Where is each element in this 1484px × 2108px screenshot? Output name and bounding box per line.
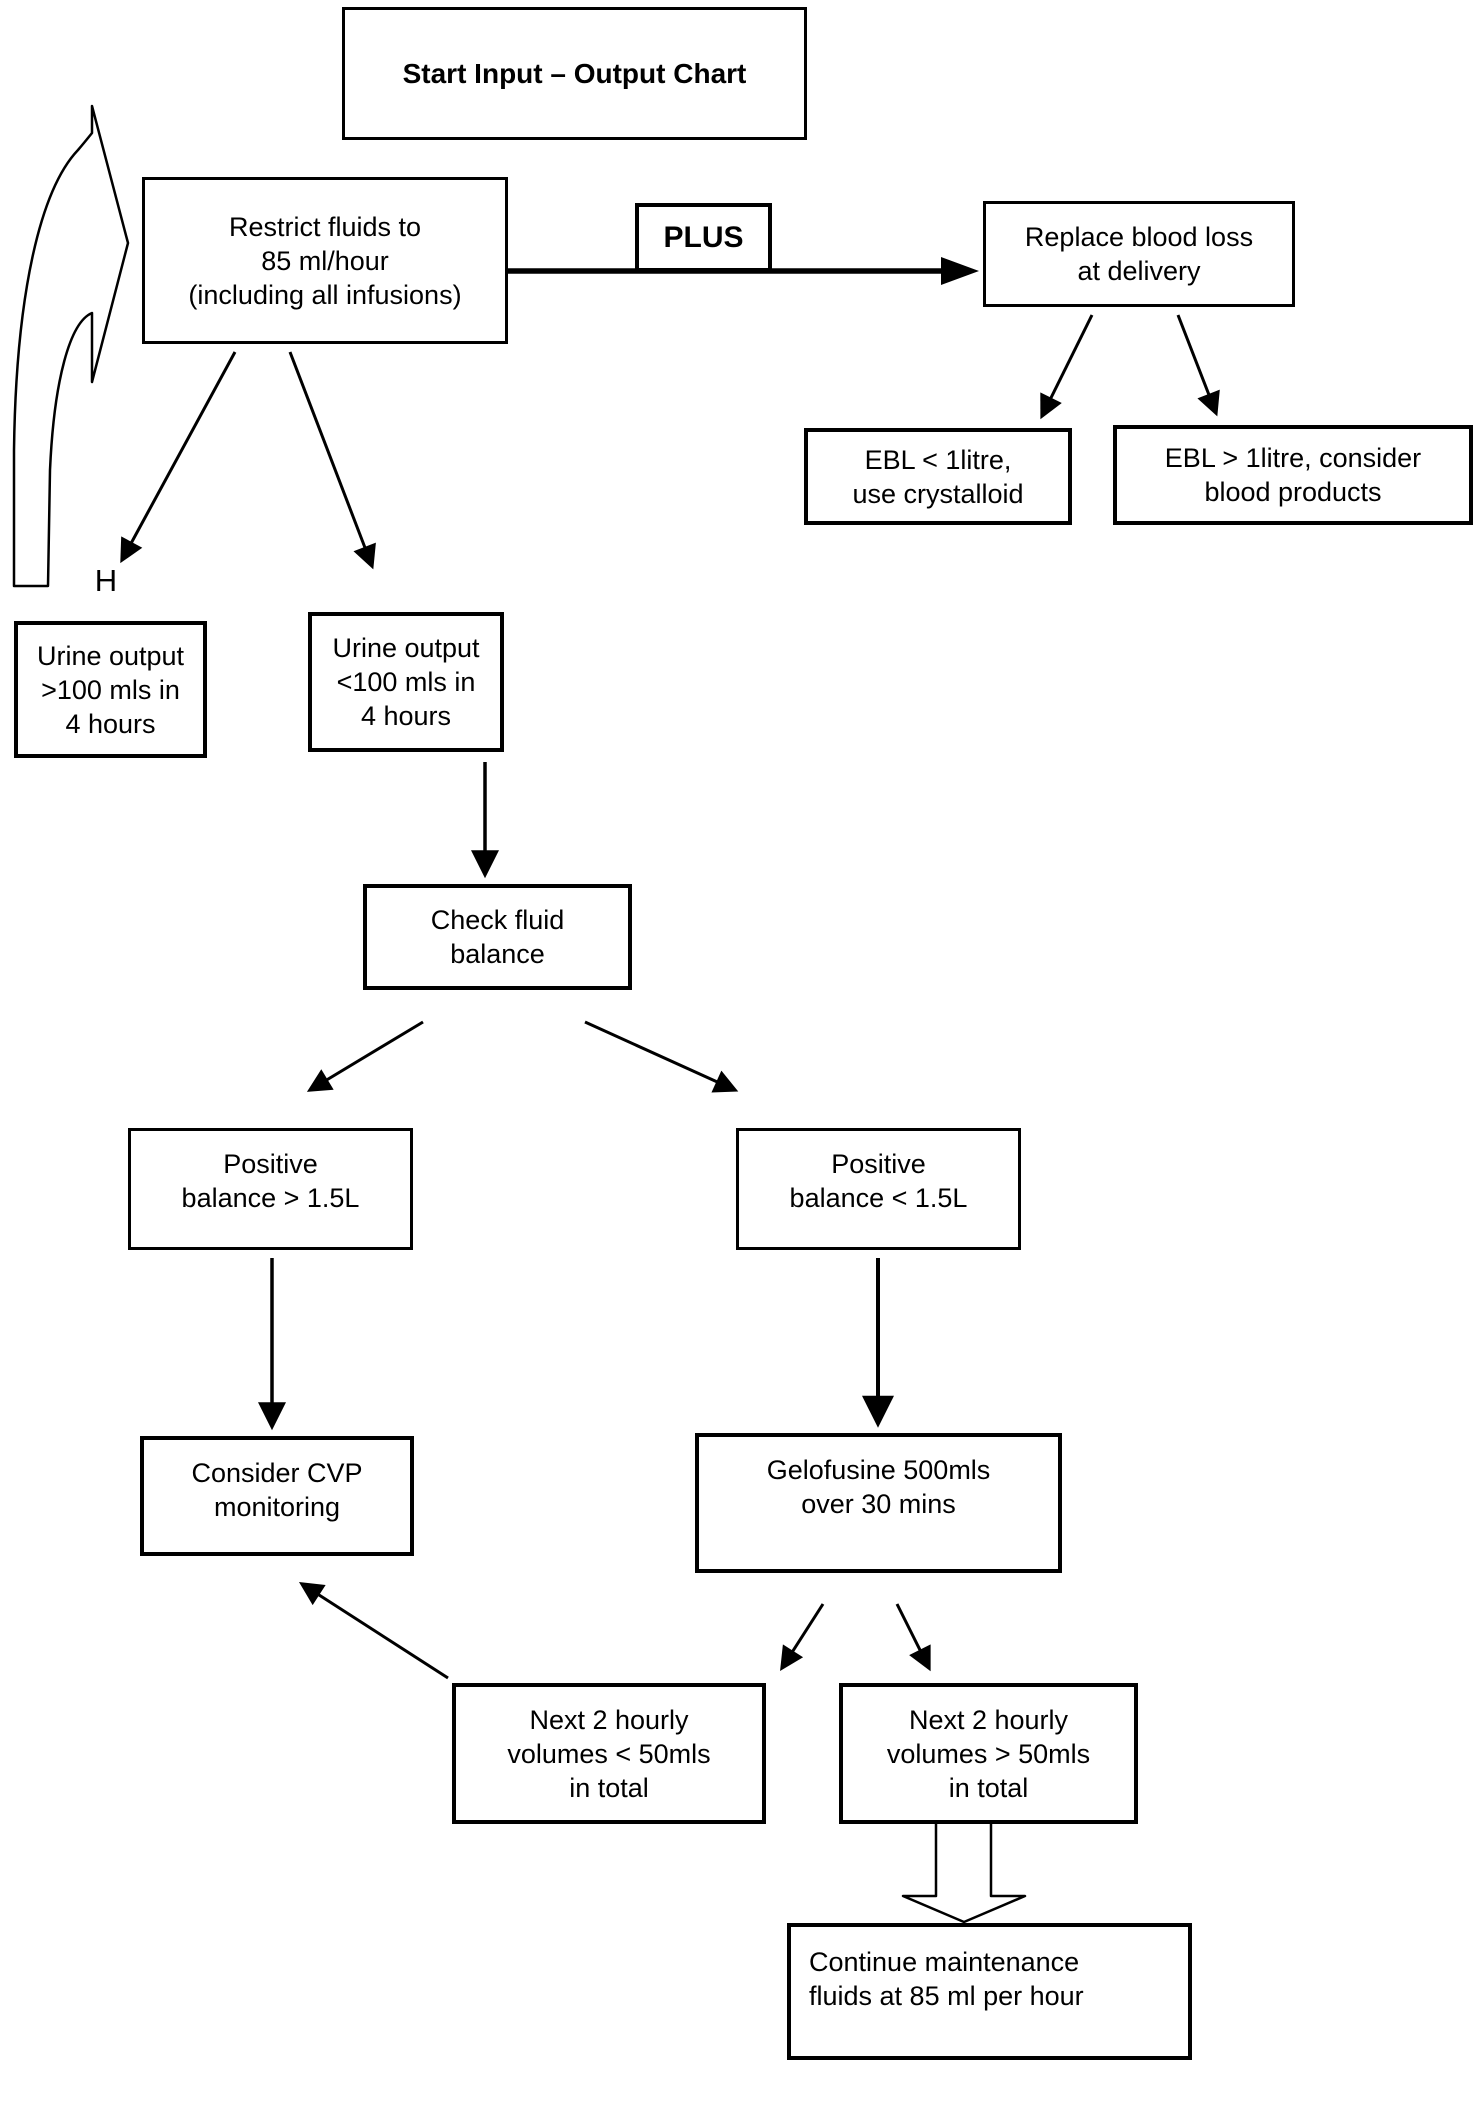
text-line: 85 ml/hour [261,245,389,276]
text-line: over 30 mins [801,1489,956,1519]
flow-node-ebl-over-1litre: EBL > 1litre, consider blood products [1113,425,1473,525]
text-line: volumes < 50mls [507,1738,711,1769]
arrow-restrict-to-urine-high [120,351,237,564]
text-line: Urine output [36,640,185,671]
text-line: in total [948,1772,1029,1803]
flow-node-positive-balance-under-1-5: Positive balance < 1.5L [736,1128,1021,1250]
text-line: balance [450,939,545,969]
text-line: EBL < 1litre, [864,444,1012,475]
arrowhead-restrict-to-replace-icon [941,257,979,285]
flow-node-replace-blood-loss: Replace blood loss at delivery [983,201,1295,307]
text-line: Consider CVP [191,1458,363,1488]
start-curved-block-arrow-icon [12,104,130,588]
flow-node-urine-output-over-100: Urine output >100 mls in 4 hours [14,621,207,758]
arrow-replace-to-ebl-low [1040,314,1094,420]
arrow-check-to-pos-high [306,1020,424,1092]
text-line: Check fluid [430,905,565,935]
flow-node-restrict-fluids: Restrict fluids to 85 ml/hour (including… [142,177,508,344]
text-line: PLUS [663,220,744,254]
text-line: monitoring [213,1492,341,1522]
flow-node-title: Start Input – Output Chart [342,7,807,140]
text-line: Continue maintenance [809,1947,1080,1977]
flow-node-check-fluid-balance: Check fluid balance [363,884,632,990]
text-line: volumes > 50mls [886,1738,1091,1769]
title-text: Start Input – Output Chart [402,57,747,89]
text-line: Positive [223,1149,318,1179]
flow-node-gelofusine: Gelofusine 500mls over 30 mins [695,1433,1062,1573]
arrow-check-to-pos-low [584,1020,739,1093]
arrow-gelofusine-to-next-high [895,1603,931,1672]
block-arrow-next-high-to-continue-icon [901,1822,1027,1924]
text-line: balance > 1.5L [181,1183,360,1213]
text-line: Urine output [332,633,480,663]
text-line: >100 mls in [41,674,180,705]
text-line: <100 mls in [336,667,476,697]
text-line: at delivery [1077,256,1201,286]
text-line: balance < 1.5L [789,1183,968,1213]
arrow-replace-to-ebl-high [1176,314,1220,417]
text-line: H [94,563,118,598]
flow-node-plus: PLUS [635,203,772,272]
label-h: H [84,560,128,602]
flow-node-consider-cvp: Consider CVP monitoring [140,1436,414,1556]
arrow-restrict-to-urine-low [288,351,376,570]
text-line: use crystalloid [852,478,1024,509]
text-line: Replace blood loss [1024,222,1254,252]
text-line: Next 2 hourly [908,1704,1069,1735]
flow-node-next-2-hourly-over-50: Next 2 hourly volumes > 50mls in total [839,1683,1138,1824]
text-line: Positive [831,1149,926,1179]
flow-node-next-2-hourly-under-50: Next 2 hourly volumes < 50mls in total [452,1683,766,1824]
text-line: blood products [1204,477,1382,507]
text-line: (including all infusions) [188,279,462,310]
text-line: Gelofusine 500mls [766,1455,991,1485]
text-line: 4 hours [360,701,452,731]
text-line: 4 hours [65,708,156,739]
text-line: in total [569,1772,649,1803]
flow-node-urine-output-under-100: Urine output <100 mls in 4 hours [308,612,504,752]
arrow-gelofusine-to-next-low [780,1603,825,1672]
text-line: EBL > 1litre, consider [1164,443,1422,473]
text-line: fluids at 85 ml per hour [809,1981,1084,2011]
flow-node-positive-balance-over-1-5: Positive balance > 1.5L [128,1128,413,1250]
text-line: Restrict fluids to [228,211,422,242]
text-line: Next 2 hourly [529,1704,689,1735]
flow-node-ebl-under-1litre: EBL < 1litre, use crystalloid [804,428,1072,525]
arrow-next-low-to-cvp [298,1582,449,1680]
flow-node-continue-maintenance: Continue maintenance fluids at 85 ml per… [787,1923,1192,2060]
